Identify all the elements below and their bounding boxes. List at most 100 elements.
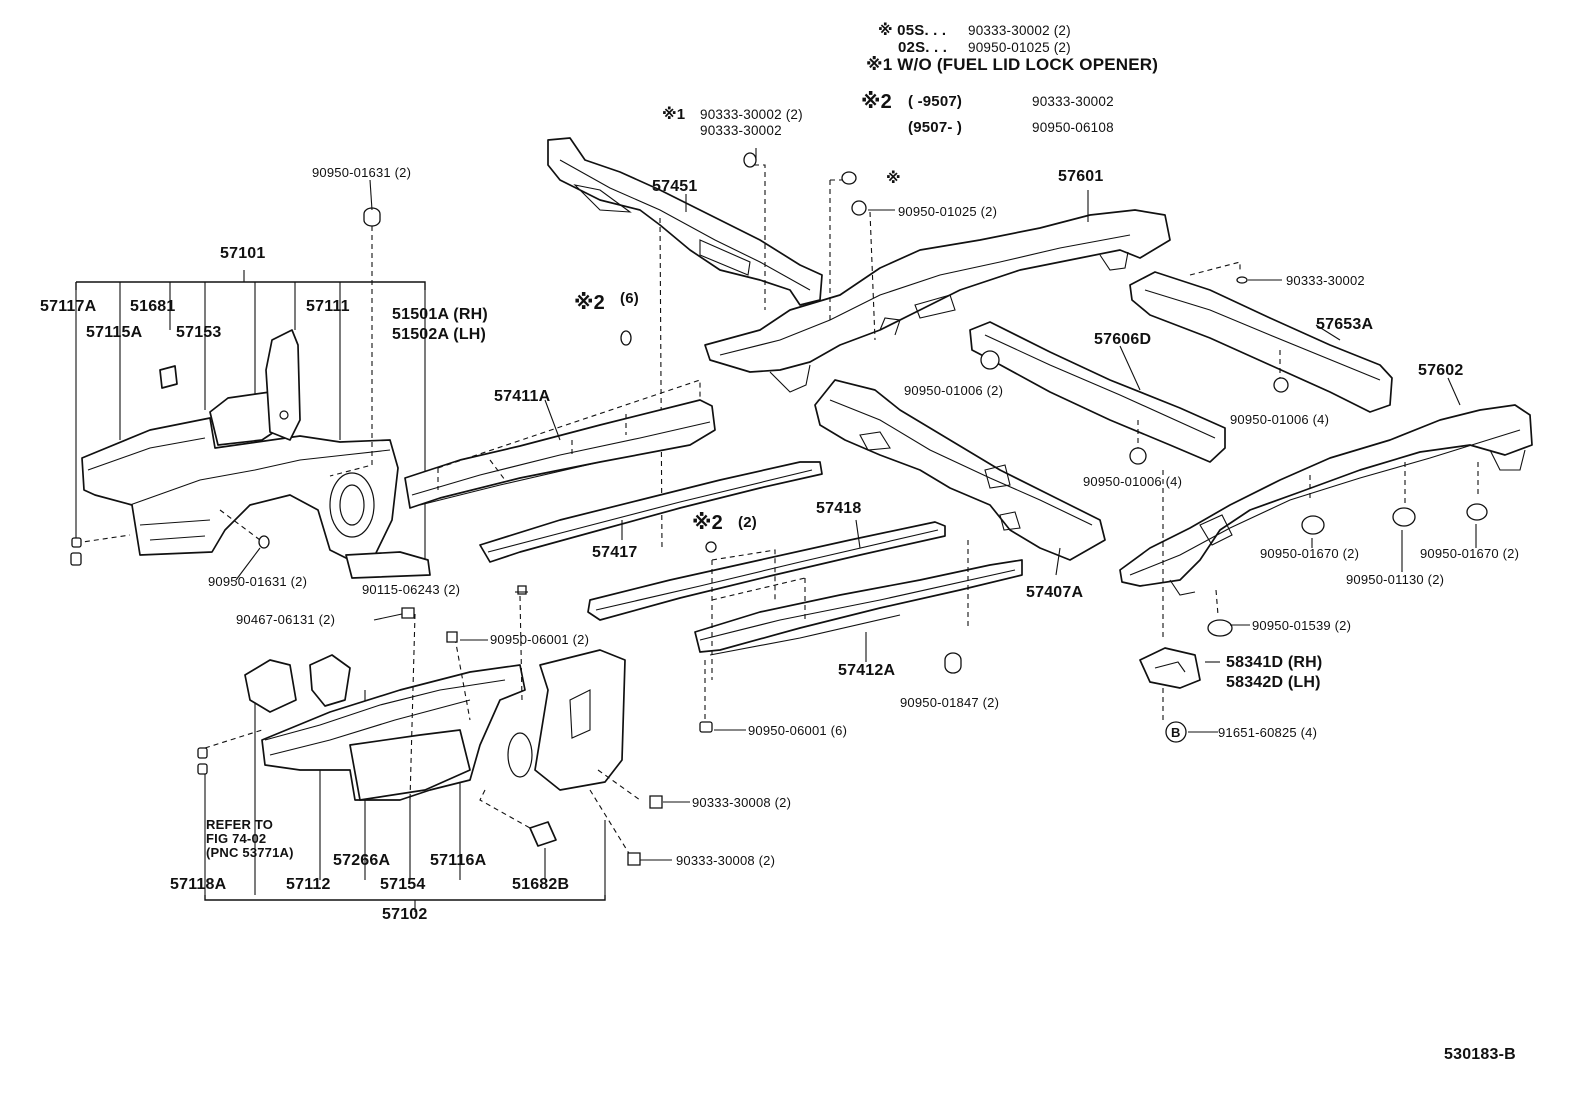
label-90950-06001-2: 90950-06001 (2): [490, 632, 590, 647]
label-refer-pnc: (PNC 53771A): [206, 845, 294, 860]
label-refer-fig: FIG 74-02: [206, 831, 267, 846]
note-02s-value: 90950-01025 (2): [968, 40, 1071, 55]
label-57112: 57112: [286, 876, 331, 893]
fastener-90950-01847: [944, 652, 962, 674]
part-57601-rear-floor-member-rh: [704, 179, 1171, 393]
label-90950-01847: 90950-01847 (2): [900, 695, 1000, 710]
label-51682B: 51682B: [512, 876, 570, 893]
fastener-star-c: [841, 171, 857, 185]
fastener-star1: [743, 152, 757, 168]
label-90950-01006-4a: 90950-01006 (4): [1230, 412, 1330, 427]
part-57412A-rocker-reinforcement: [694, 540, 1023, 720]
label-58341D: 58341D (RH): [1226, 654, 1323, 671]
note-star2-mark: ※2: [861, 91, 892, 113]
label-90950-01130: 90950-01130 (2): [1346, 572, 1445, 587]
label-57118A: 57118A: [170, 876, 227, 893]
label-57407A: 57407A: [1026, 584, 1084, 601]
fastener-star2-b: [705, 541, 717, 553]
label-star2-b-qty: (2): [738, 514, 757, 531]
label-90950-01670-a: 90950-01670 (2): [1260, 546, 1360, 561]
label-refer-to: REFER TO: [206, 817, 274, 832]
label-90950-06001-6: 90950-06001 (6): [748, 723, 848, 738]
label-57601: 57601: [1058, 168, 1104, 185]
label-57412A: 57412A: [838, 662, 896, 679]
note-05s-value: 90333-30002 (2): [968, 23, 1071, 38]
part-57418-rocker-outer: [587, 521, 946, 621]
part-57602-rear-floor-member-lh: [1119, 404, 1533, 640]
part-57101-floor-side-member: [75, 226, 431, 579]
label-51501A: 51501A (RH): [392, 306, 488, 323]
note-star1-mark: ※1: [662, 106, 686, 123]
note-star1-value-b: 90333-30002: [700, 123, 782, 138]
part-58341D-bracket: [1139, 647, 1201, 720]
label-90333-30008-a: 90333-30008 (2): [692, 795, 792, 810]
note-star2-value-b: 90950-06108: [1032, 120, 1114, 135]
fastener-90950-01006-4b: [1129, 447, 1147, 465]
label-90333-30008-b: 90333-30008 (2): [676, 853, 776, 868]
label-57451: 57451: [652, 178, 698, 195]
label-51681: 51681: [130, 298, 176, 315]
fasteners-57602: [1207, 503, 1488, 637]
label-90950-01631-bot: 90950-01631 (2): [208, 574, 308, 589]
label-star-c-mark: ※: [886, 170, 901, 187]
label-57101: 57101: [220, 245, 266, 262]
fastener-90950-06001-6: [699, 721, 713, 733]
part-57653A-rear-crossmember-reinforcement: [1129, 261, 1393, 413]
fastener-90950-01006-4a: [1273, 377, 1289, 393]
note-05s-prefix: ※ 05S. . .: [878, 22, 947, 39]
label-57606D: 57606D: [1094, 331, 1152, 348]
part-57606D-rear-floor-crossmember: [969, 321, 1226, 463]
note-star2-range-a: ( -9507): [908, 93, 963, 110]
b-mark-circle: [1165, 721, 1187, 743]
label-57111: 57111: [306, 298, 350, 315]
note-wo-fuel-lid: ※1 W/O (FUEL LID LOCK OPENER): [866, 55, 1159, 74]
fastener-star2-a: [620, 330, 632, 346]
part-57411A-rocker-panel: [404, 379, 716, 509]
note-star1-value-a: 90333-30002 (2): [700, 107, 803, 122]
label-57411A: 57411A: [494, 388, 551, 405]
label-57115A: 57115A: [86, 324, 143, 341]
note-star2-range-b: (9507- ): [908, 119, 963, 136]
part-57451-center-tunnel-member: [547, 137, 823, 551]
leader-lines: [235, 148, 1477, 861]
label-58342D: 58342D (LH): [1226, 674, 1321, 691]
label-90950-01670-b: 90950-01670 (2): [1420, 546, 1520, 561]
fastener-90950-01006-2: [980, 350, 1000, 370]
label-51502A: 51502A (LH): [392, 326, 487, 343]
label-90950-01006-2: 90950-01006 (2): [904, 383, 1004, 398]
part-57102-floor-side-member: [204, 595, 641, 856]
label-57602: 57602: [1418, 362, 1464, 379]
label-57154: 57154: [380, 876, 426, 893]
figure-id: 530183-B: [1444, 1046, 1516, 1063]
label-90950-01631-top: 90950-01631 (2): [312, 165, 412, 180]
label-57102: 57102: [382, 906, 428, 923]
note-02s-prefix: 02S. . .: [898, 39, 948, 56]
fastener-90333-30002-r: [1236, 276, 1248, 284]
label-90115-06243: 90115-06243 (2): [362, 582, 461, 597]
label-57266A: 57266A: [333, 852, 391, 869]
part-57407A-center-floor-crossmember: [814, 379, 1106, 561]
label-star2-a-mark: ※2: [574, 292, 605, 314]
label-90333-30002-r: 90333-30002: [1286, 273, 1365, 288]
label-57116A: 57116A: [430, 852, 487, 869]
label-90950-01025: 90950-01025 (2): [898, 204, 998, 219]
label-57653A: 57653A: [1316, 316, 1374, 333]
b-mark-letter: B: [1171, 725, 1181, 740]
label-star2-a-qty: (6): [620, 290, 639, 307]
assembly-57101-bracket: [75, 270, 426, 560]
label-57117A: 57117A: [40, 298, 97, 315]
label-90950-01539: 90950-01539 (2): [1252, 618, 1352, 633]
part-57417-rocker-inner: [479, 461, 823, 563]
label-57417: 57417: [592, 544, 638, 561]
fastener-90950-01025: [851, 200, 867, 216]
fasteners-57101: [70, 207, 381, 566]
label-90950-01006-4b: 90950-01006 (4): [1083, 474, 1183, 489]
label-90467-06131: 90467-06131 (2): [236, 612, 336, 627]
label-star2-b-mark: ※2: [692, 512, 723, 534]
note-star2-value-a: 90333-30002: [1032, 94, 1114, 109]
label-57418: 57418: [816, 500, 862, 517]
label-91651-60825: 91651-60825 (4): [1218, 725, 1318, 740]
label-57153: 57153: [176, 324, 222, 341]
